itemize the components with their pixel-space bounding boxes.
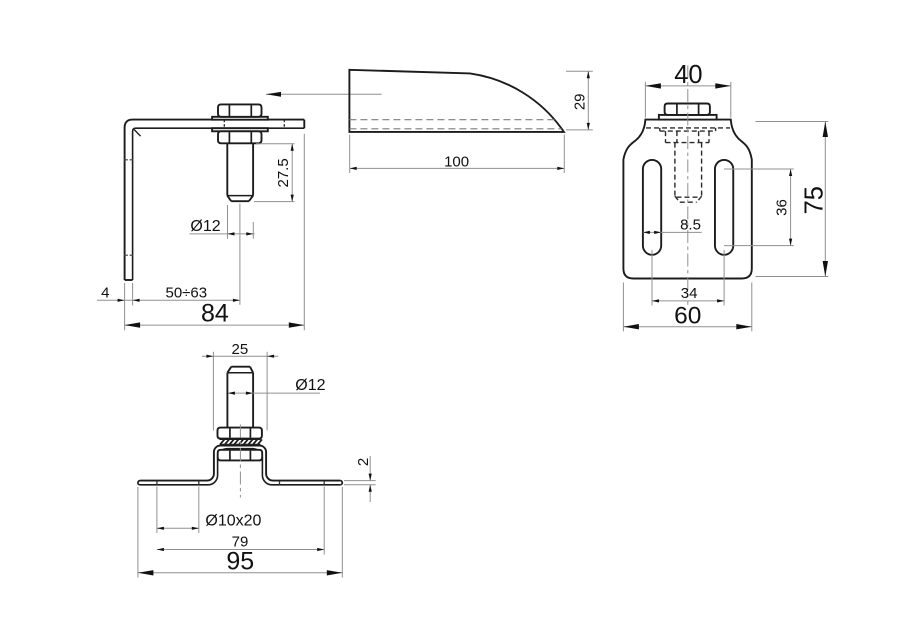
svg-text:Ø10x20: Ø10x20 [205,512,261,529]
svg-text:75: 75 [801,186,829,214]
svg-text:4: 4 [101,284,109,301]
svg-text:8.5: 8.5 [680,216,701,233]
svg-text:84: 84 [201,300,229,328]
svg-text:29: 29 [572,93,589,110]
svg-text:27.5: 27.5 [275,158,292,187]
svg-text:79: 79 [232,534,249,551]
svg-text:Ø12: Ø12 [295,377,325,394]
svg-text:2: 2 [355,458,372,466]
svg-text:95: 95 [226,547,254,575]
svg-text:100: 100 [444,154,469,171]
svg-text:40: 40 [674,61,702,89]
svg-text:Ø12: Ø12 [190,218,220,235]
svg-text:25: 25 [232,341,249,358]
svg-text:36: 36 [773,199,790,216]
svg-text:50÷63: 50÷63 [165,284,207,301]
svg-text:60: 60 [674,302,701,329]
svg-text:34: 34 [681,285,698,302]
